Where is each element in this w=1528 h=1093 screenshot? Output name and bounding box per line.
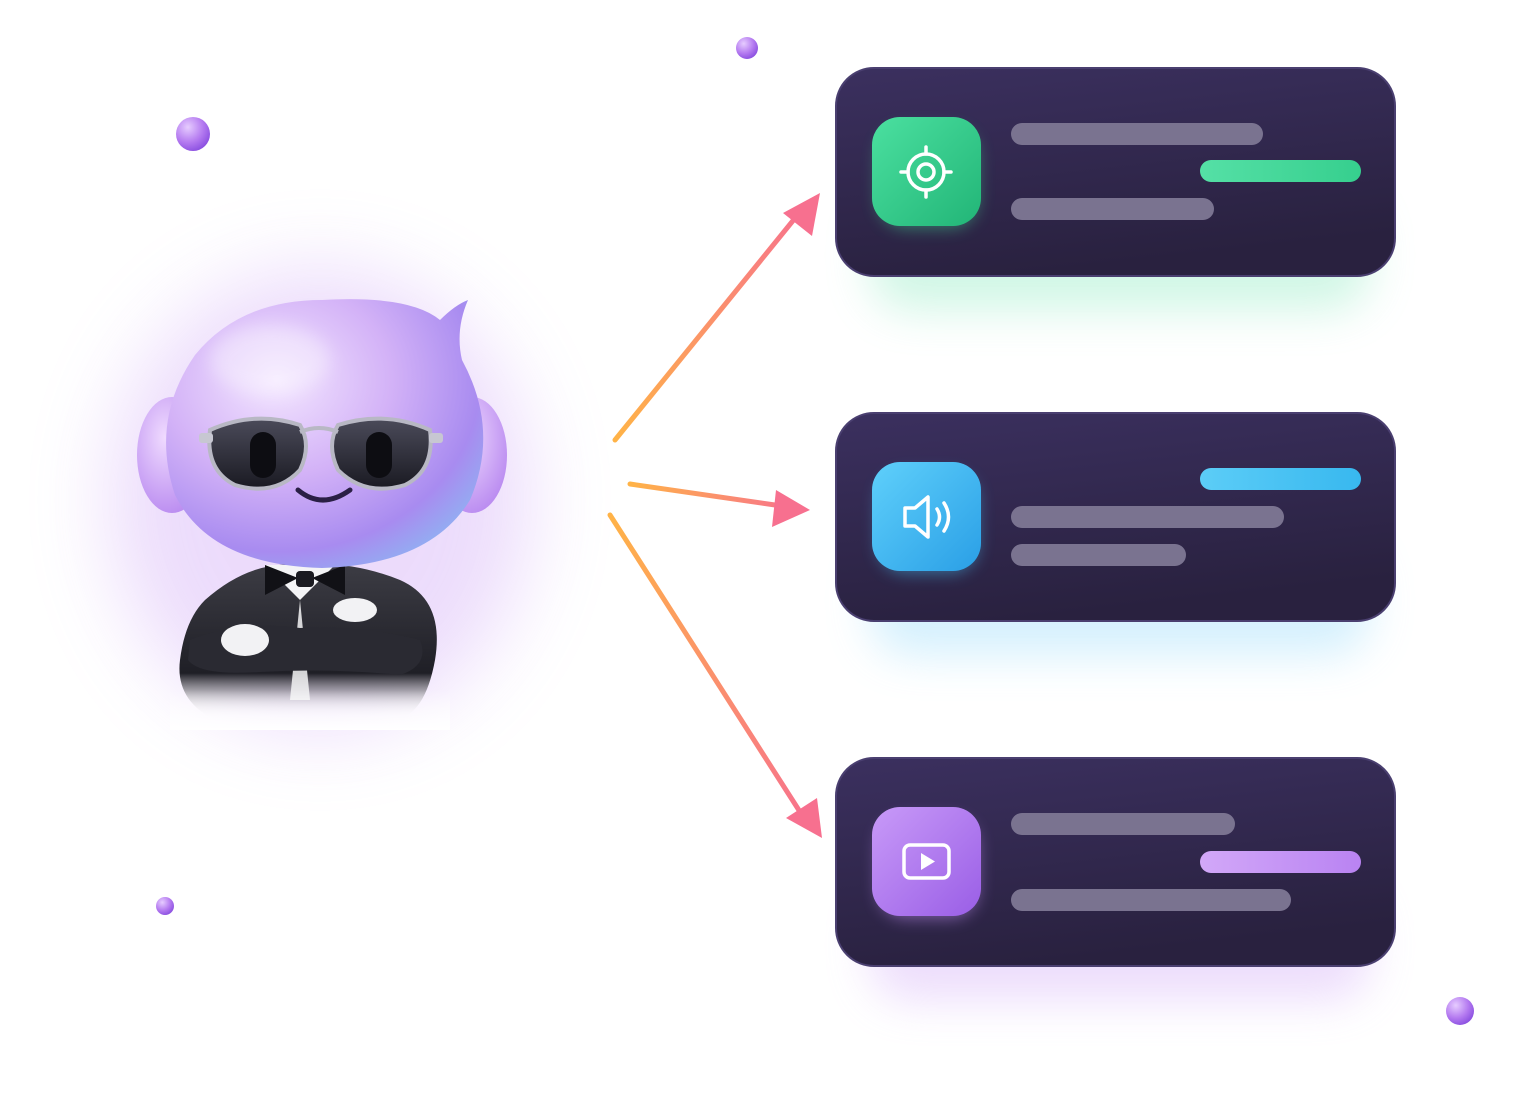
orb-icon — [156, 897, 174, 915]
card-video — [835, 757, 1396, 967]
speaker-icon — [903, 495, 951, 539]
card-audio — [835, 412, 1396, 622]
skeleton-line — [1011, 544, 1186, 566]
connector-arrows — [607, 193, 822, 838]
orb-icon — [176, 117, 210, 151]
target-icon — [899, 145, 953, 199]
accent-bar — [1200, 851, 1361, 873]
arrow-head-icon — [772, 490, 810, 527]
accent-bar — [1200, 160, 1361, 182]
smile — [295, 487, 353, 503]
decorative-orbs — [156, 37, 1474, 1025]
skeleton-line — [1011, 889, 1291, 911]
orb-icon — [736, 37, 758, 59]
card-icon-tile — [872, 117, 981, 226]
card-target — [835, 67, 1396, 277]
bow-tie-icon — [265, 565, 345, 595]
orb-icon — [1446, 997, 1474, 1025]
robot-mascot-icon — [110, 270, 530, 730]
skeleton-line — [1011, 123, 1263, 145]
skeleton-line — [1011, 813, 1235, 835]
arrow-to-audio-card — [627, 481, 785, 509]
skeleton-line — [1011, 506, 1284, 528]
accent-bar — [1200, 468, 1361, 490]
arrow-to-target-card — [612, 209, 803, 443]
play-icon — [902, 843, 951, 880]
sunglasses-icon — [199, 416, 443, 491]
skeleton-line — [1011, 198, 1214, 220]
tuxedo-icon — [170, 564, 450, 730]
arrow-head-icon — [786, 798, 822, 838]
arrow-to-video-card — [607, 512, 805, 818]
arrow-head-icon — [783, 193, 820, 236]
